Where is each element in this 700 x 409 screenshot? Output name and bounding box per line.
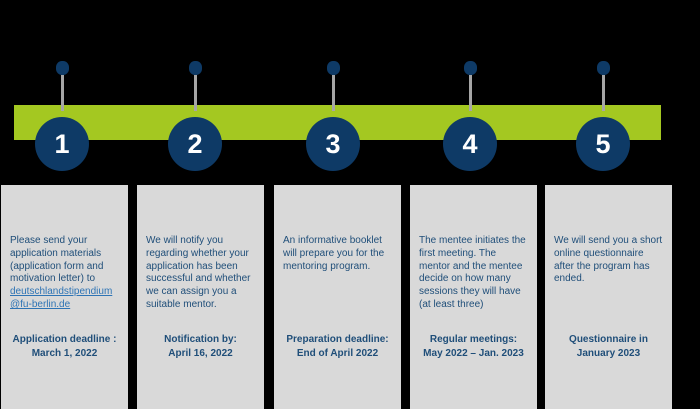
footer-label: Notification by: <box>164 334 237 345</box>
card-body-text: We will notify you regarding whether you… <box>146 235 256 312</box>
step-group-4: 4 <box>443 61 497 173</box>
card-body-paragraph: The mentee initiates the first meeting. … <box>419 235 526 310</box>
card-footer: Notification by: April 16, 2022 <box>141 333 260 361</box>
pin-icon <box>463 61 477 75</box>
step-card-3: An informative booklet will prepare you … <box>274 185 401 409</box>
step-number: 3 <box>325 128 341 159</box>
card-footer: Application deadline : March 1, 2022 <box>5 333 124 361</box>
step-group-5: 5 <box>576 61 630 173</box>
footer-date: May 2022 – Jan. 2023 <box>423 348 524 359</box>
pin-icon <box>326 61 340 75</box>
pin-stem <box>601 75 605 111</box>
card-body-paragraph: We will send you a short online question… <box>554 235 663 285</box>
step-number: 5 <box>595 128 611 159</box>
pin-stem <box>331 75 335 111</box>
card-body-paragraph: An informative booklet will prepare you … <box>283 235 385 272</box>
card-body-paragraph: We will notify you regarding whether you… <box>146 235 251 310</box>
step-number: 1 <box>54 128 70 159</box>
footer-label: Preparation deadline: <box>286 334 389 345</box>
step-number: 4 <box>462 128 478 159</box>
step-group-2: 2 <box>168 61 222 173</box>
pin-stem <box>193 75 197 111</box>
footer-date: End of April 2022 <box>296 348 379 359</box>
card-footer: Questionnaire in January 2023 <box>549 333 668 361</box>
pin-icon <box>188 61 202 75</box>
card-body-text: Please send your application materials (… <box>10 235 120 312</box>
footer-label: Application deadline : <box>12 334 117 345</box>
step-group-3: 3 <box>306 61 360 173</box>
pin-icon <box>596 61 610 75</box>
email-link-line-1[interactable]: deutschlandstipendium <box>10 286 113 298</box>
footer-date: April 16, 2022 <box>168 348 233 359</box>
card-footer: Preparation deadline: End of April 2022 <box>278 333 397 361</box>
card-body-text: We will send you a short online question… <box>554 235 664 286</box>
footer-date: January 2023 <box>576 348 641 359</box>
card-footer: Regular meetings: May 2022 – Jan. 2023 <box>414 333 533 361</box>
email-link-line-2[interactable]: @fu-berlin.de <box>10 298 71 310</box>
step-number-circle: 5 <box>576 117 630 171</box>
footer-label: Questionnaire in <box>569 334 648 345</box>
step-number-circle: 2 <box>168 117 222 171</box>
step-card-4: The mentee initiates the first meeting. … <box>410 185 537 409</box>
step-number-circle: 1 <box>35 117 89 171</box>
card-body-text: An informative booklet will prepare you … <box>283 235 393 273</box>
step-card-1: Please send your application materials (… <box>1 185 128 409</box>
step-card-2: We will notify you regarding whether you… <box>137 185 264 409</box>
step-number-circle: 3 <box>306 117 360 171</box>
footer-date: March 1, 2022 <box>31 348 98 359</box>
pin-icon <box>55 61 69 75</box>
step-number-circle: 4 <box>443 117 497 171</box>
footer-label: Regular meetings: <box>429 334 518 345</box>
card-body-paragraph: Please send your application materials (… <box>10 235 104 285</box>
card-body-text: The mentee initiates the first meeting. … <box>419 235 529 312</box>
step-card-5: We will send you a short online question… <box>545 185 672 409</box>
pin-stem <box>60 75 64 111</box>
step-group-1: 1 <box>35 61 89 173</box>
step-number: 2 <box>187 128 203 159</box>
pin-stem <box>468 75 472 111</box>
